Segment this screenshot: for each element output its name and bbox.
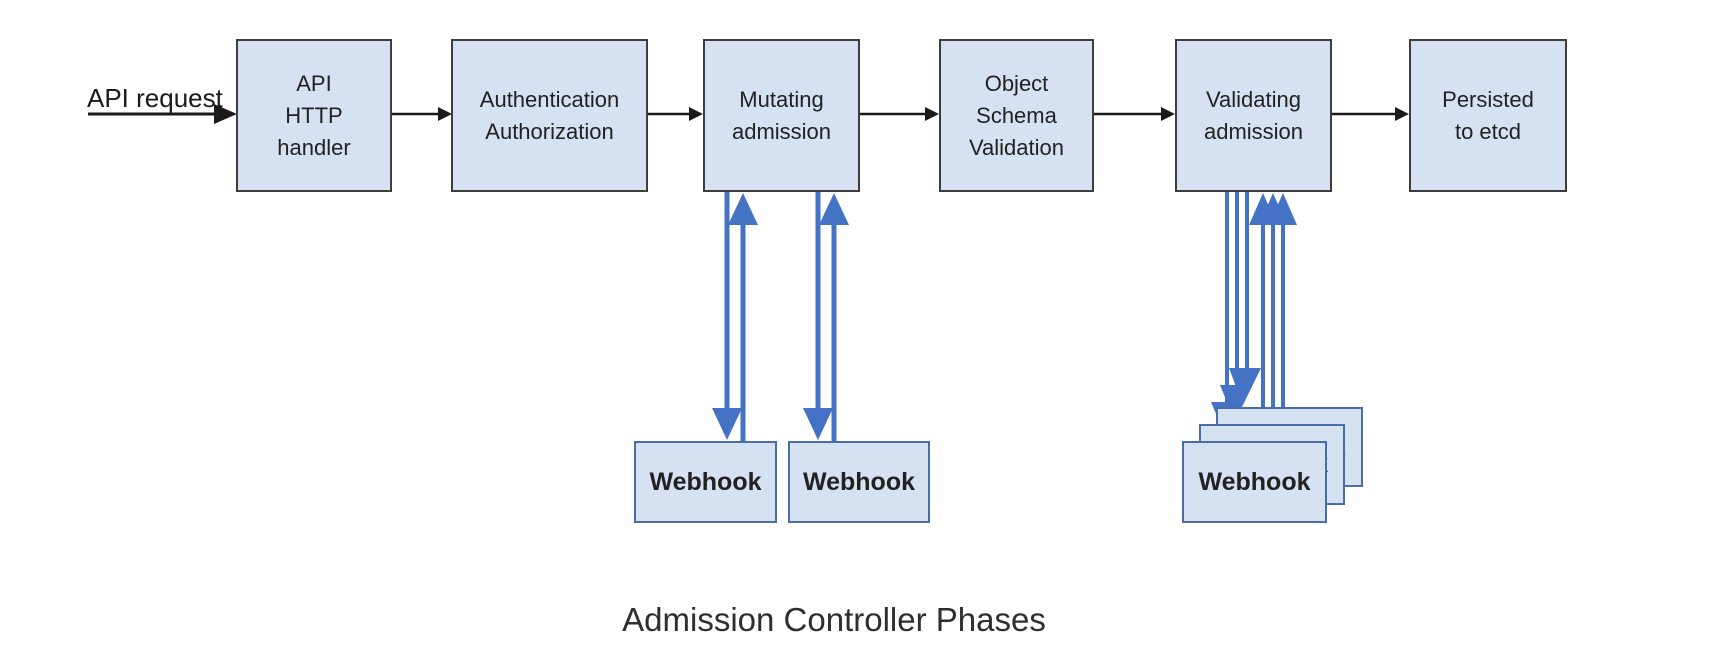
connector-arrow-4 [1094, 107, 1175, 121]
validating-webhook-request-arrow-2 [1220, 192, 1252, 422]
mutating-webhook-box-1: Webhook [634, 441, 777, 523]
api-request-label: API request [87, 83, 223, 113]
mutating-webhook-2-request-arrow [803, 192, 833, 440]
mutating-webhook-1-response-arrow [728, 193, 758, 441]
phase-label: Object Schema Validation [969, 70, 1064, 160]
phase-box-authentication-authorization: Authentication Authorization [451, 39, 648, 192]
phase-label: Validating admission [1203, 86, 1304, 144]
validating-webhook-request-arrow-1 [1211, 192, 1243, 440]
phase-box-persisted-to-etcd: Persisted to etcd [1409, 39, 1567, 192]
connector-arrow-1 [392, 107, 452, 121]
webhook-label: Webhook [649, 467, 762, 496]
mutating-webhook-box-2: Webhook [788, 441, 930, 523]
connector-arrow-3 [860, 107, 939, 121]
phase-box-mutating-admission: Mutating admission [703, 39, 860, 192]
validating-webhook-box-front: Webhook [1182, 441, 1327, 523]
phase-label: API HTTP handler [277, 70, 351, 160]
phase-label: Mutating admission [731, 86, 832, 144]
phase-box-validating-admission: Validating admission [1175, 39, 1332, 192]
mutating-webhook-2-response-arrow [819, 193, 849, 441]
phase-label: Authentication Authorization [479, 86, 620, 144]
mutating-webhook-1-request-arrow [712, 192, 742, 440]
webhook-label: Webhook [802, 467, 916, 496]
validating-webhook-request-arrow-3 [1229, 192, 1261, 405]
phase-box-api-http-handler: API HTTP handler [236, 39, 392, 192]
phase-box-object-schema-validation: Object Schema Validation [939, 39, 1094, 192]
connector-arrow-2 [648, 107, 703, 121]
webhook-label: Webhook [1198, 467, 1311, 496]
phase-label: Persisted to etcd [1442, 86, 1534, 144]
diagram-caption: Admission Controller Phases [622, 601, 1046, 638]
connector-arrow-5 [1332, 107, 1409, 121]
